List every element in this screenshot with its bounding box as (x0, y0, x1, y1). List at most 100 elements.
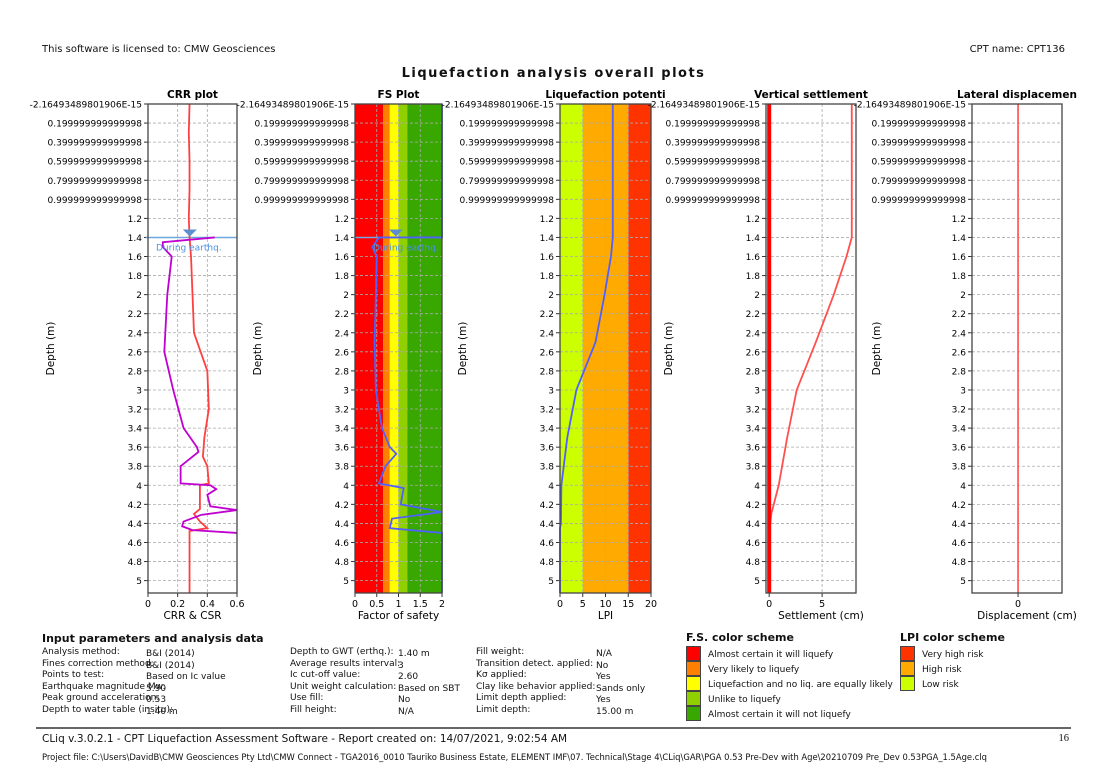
fs-band (355, 104, 384, 593)
y-tick-label: 4.6 (746, 539, 761, 549)
y-tick-label: -2.16493489801906E-15 (442, 101, 554, 111)
y-tick-label: 2.2 (335, 310, 349, 320)
x-axis-label: Settlement (cm) (778, 610, 864, 622)
param-label: Analysis method: (42, 647, 120, 657)
y-tick-label: 2 (136, 291, 142, 301)
y-tick-label: 0.599999999999998 (48, 158, 143, 168)
y-tick-label: 0.999999999999998 (666, 196, 761, 206)
y-tick-label: 1.4 (128, 234, 143, 244)
gwt-legend-label: During earthq. (156, 243, 222, 253)
param-value: 0.53 (146, 695, 167, 706)
x-axis-label: Factor of safety (358, 610, 439, 622)
y-tick-label: 1.4 (335, 234, 350, 244)
param-value: B&I (2014) (146, 660, 195, 671)
y-tick-label: 3.6 (746, 444, 761, 454)
plot-frame (559, 103, 652, 594)
y-tick-label: 4.8 (746, 558, 761, 568)
y-tick-label: 0.599999999999998 (666, 158, 761, 168)
y-axis-label: Depth (m) (663, 322, 675, 376)
x-tick-label: 0.6 (229, 599, 244, 610)
y-tick-label: 2 (960, 291, 966, 301)
project-file: Project file: C:\Users\DavidB\CMW Geosci… (42, 752, 987, 762)
y-tick-label: 2.2 (952, 310, 966, 320)
param-label: Peak ground acceleration: (42, 693, 160, 704)
y-tick-label: 2.8 (746, 367, 761, 377)
y-tick-label: 1.6 (128, 253, 143, 263)
plot-title: FS Plot (378, 89, 420, 101)
y-tick-label: 0.999999999999998 (460, 196, 555, 206)
color-swatch (686, 676, 701, 691)
y-tick-label: 2 (548, 291, 554, 301)
param-label: Fines correction method: (42, 658, 154, 669)
y-tick-label: 2.6 (540, 348, 555, 358)
y-tick-label: 1.2 (952, 215, 966, 225)
param-label: Average results interval: (290, 658, 401, 669)
y-tick-label: 3.4 (952, 425, 967, 435)
y-tick-label: 3.8 (952, 463, 967, 473)
param-value: 5.90 (146, 683, 167, 694)
y-tick-label: 2.8 (128, 367, 143, 377)
y-tick-label: 2.6 (746, 348, 761, 358)
y-tick-label: 3.2 (540, 406, 554, 416)
x-tick-label: 1 (395, 599, 401, 610)
y-tick-label: 0.799999999999998 (255, 177, 350, 187)
x-tick-label: 5 (580, 599, 586, 610)
legend-label: High risk (922, 665, 962, 675)
y-tick-label: 4.4 (128, 520, 143, 530)
param-label: Earthquake magnitude Mw: (42, 681, 166, 692)
param-label: Depth to water table (insitu): (42, 705, 174, 715)
y-tick-label: 5 (548, 577, 554, 587)
param-label: Use fill: (290, 693, 324, 704)
y-tick-label: 1.2 (128, 215, 142, 225)
y-axis-label: Depth (m) (45, 322, 57, 376)
plot-frame (354, 103, 443, 594)
y-tick-label: 4.4 (540, 520, 555, 530)
y-tick-label: 2.4 (952, 329, 967, 339)
x-tick-label: 1.5 (413, 599, 428, 610)
x-tick-label: 10 (599, 599, 611, 610)
y-tick-label: -2.16493489801906E-15 (237, 101, 349, 111)
y-tick-label: 0.199999999999998 (666, 120, 761, 130)
param-label: Fill weight: (476, 647, 525, 657)
fs-band (407, 104, 442, 593)
y-tick-label: 2.4 (335, 329, 350, 339)
y-tick-label: 4 (343, 482, 349, 492)
y-tick-label: 2.8 (540, 367, 555, 377)
param-value: Yes (596, 672, 611, 683)
x-tick-label: 15 (622, 599, 634, 610)
param-value: B&I (2014) (146, 649, 195, 659)
y-tick-label: 3.8 (540, 463, 555, 473)
param-label: Fill height: (290, 705, 337, 715)
color-swatch (686, 691, 701, 706)
legend-label: Very high risk (922, 650, 984, 660)
y-tick-label: 2 (343, 291, 349, 301)
plot-2: Liquefaction potenti-2.16493489801906E-1… (442, 89, 666, 622)
y-tick-label: 5 (960, 577, 966, 587)
series-crr (161, 236, 238, 534)
cpt-name: CPT name: CPT136 (969, 44, 1065, 55)
y-tick-label: -2.16493489801906E-15 (854, 101, 966, 111)
param-label: Points to test: (42, 670, 105, 681)
plots-area: CRR plot-2.16493489801906E-150.199999999… (30, 89, 1077, 622)
y-tick-label: 4.4 (952, 520, 967, 530)
y-tick-label: 0.399999999999998 (666, 139, 761, 149)
y-tick-label: 0.799999999999998 (460, 177, 555, 187)
y-tick-label: 3.2 (952, 406, 966, 416)
x-tick-label: 0.5 (369, 599, 384, 610)
x-axis-label: LPI (598, 610, 613, 622)
plot-title: Lateral displacemen (957, 89, 1077, 101)
y-tick-label: 5 (754, 577, 760, 587)
y-tick-label: 2.6 (128, 348, 143, 358)
y-tick-label: 4.2 (540, 501, 554, 511)
y-tick-label: 2.8 (952, 367, 967, 377)
y-tick-label: 3.8 (746, 463, 761, 473)
param-label: Depth to GWT (erthq.): (290, 647, 394, 657)
y-tick-label: 4.6 (128, 539, 143, 549)
water-table-marker-icon (388, 229, 403, 237)
plot-0: CRR plot-2.16493489801906E-150.199999999… (30, 89, 245, 622)
param-label: Transition detect. applied: (476, 658, 594, 669)
y-tick-label: 4.2 (335, 501, 349, 511)
fs-band (628, 104, 651, 593)
y-tick-label: 3.6 (540, 444, 555, 454)
